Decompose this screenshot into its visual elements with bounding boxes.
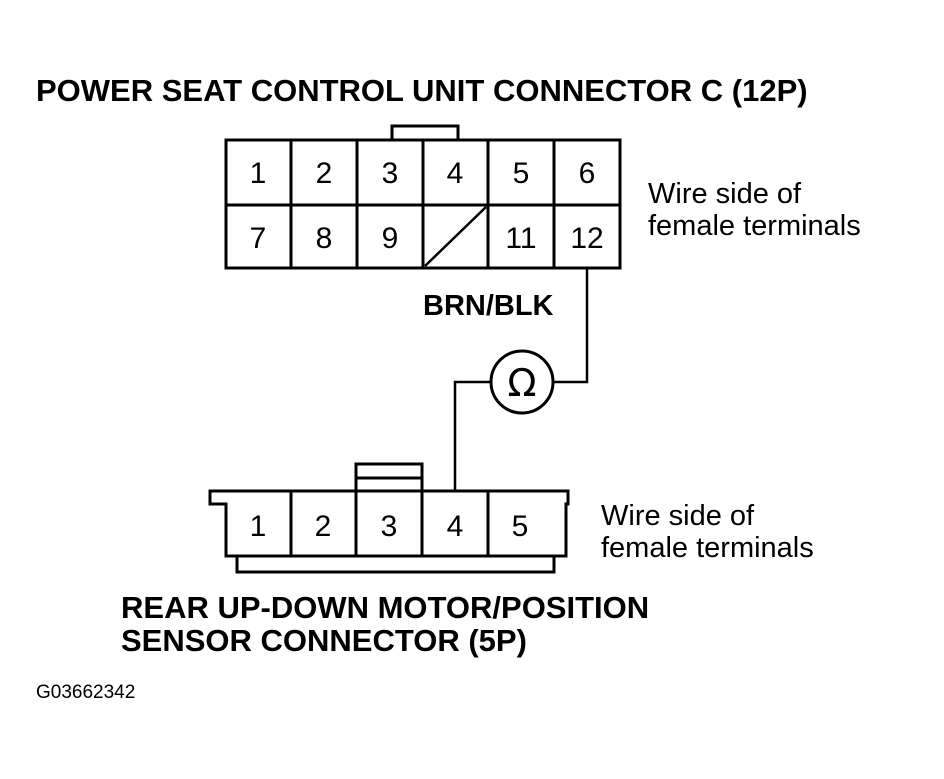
sensor-connector-pin-label: 4 bbox=[447, 510, 464, 543]
test-circuit: Ω bbox=[453, 268, 589, 490]
connector-c-title: POWER SEAT CONTROL UNIT CONNECTOR C (12P… bbox=[36, 73, 808, 108]
connector-c-note-line2: female terminals bbox=[648, 210, 861, 242]
connector-c-pin-label: 12 bbox=[570, 222, 603, 255]
connector-c-pin-label: 6 bbox=[579, 157, 596, 190]
connector-c-pin-label: 9 bbox=[382, 222, 399, 255]
connector-c-pin-label: 11 bbox=[505, 222, 536, 255]
sensor-connector-lock-tab bbox=[354, 462, 424, 480]
connector-c-pin-label: 4 bbox=[447, 157, 464, 190]
connector-c-pin-label: 2 bbox=[316, 157, 333, 190]
connector-c-note-line1: Wire side of bbox=[648, 178, 802, 210]
sensor-connector-note-line2: female terminals bbox=[601, 532, 814, 564]
connector-c: 1 2 3 4 5 6 7 8 9 11 12 bbox=[224, 124, 622, 270]
wire-color-label: BRN/BLK bbox=[423, 290, 554, 322]
sensor-connector-pin-label: 3 bbox=[381, 510, 398, 543]
sensor-connector-pin-label: 1 bbox=[250, 510, 267, 543]
ohmmeter-symbol bbox=[489, 349, 555, 415]
ohm-icon: Ω bbox=[507, 361, 536, 405]
connector-c-lock-tab bbox=[390, 124, 460, 142]
sensor-connector-title-line1: REAR UP-DOWN MOTOR/POSITION bbox=[121, 590, 649, 625]
connector-c-unused-cavity-slash bbox=[424, 206, 487, 267]
wire-to-terminal-12 bbox=[554, 268, 589, 384]
sensor-connector-note-line1: Wire side of bbox=[601, 500, 755, 532]
sensor-connector-title-line2: SENSOR CONNECTOR (5P) bbox=[121, 623, 527, 658]
wire-to-sensor-terminal-4 bbox=[453, 380, 490, 490]
connector-c-pin-label: 1 bbox=[250, 157, 267, 190]
figure-code: G03662342 bbox=[36, 682, 135, 703]
connector-c-pin-label: 3 bbox=[382, 157, 399, 190]
sensor-connector-housing bbox=[208, 489, 570, 574]
connector-c-pin-label: 5 bbox=[513, 157, 530, 190]
connector-c-pin-label: 7 bbox=[250, 222, 267, 255]
connector-c-pin-label: 8 bbox=[316, 222, 333, 255]
sensor-connector: 1 2 3 4 5 bbox=[208, 462, 570, 574]
sensor-connector-pin-label: 5 bbox=[512, 510, 529, 543]
sensor-connector-pin-label: 2 bbox=[315, 510, 332, 543]
